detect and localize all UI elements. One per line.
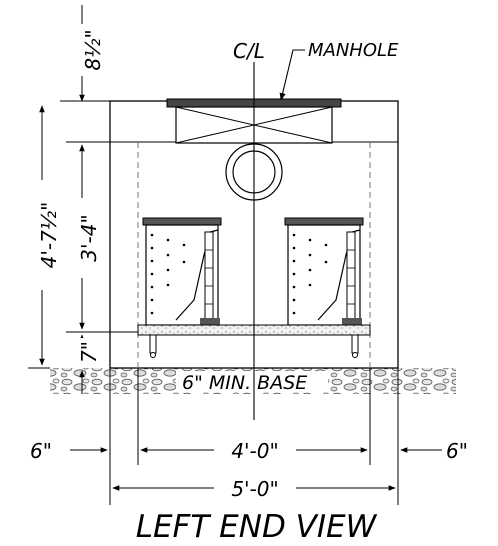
base-label: 6" MIN. BASE [182, 372, 307, 394]
base-label-backdrop [176, 371, 328, 392]
dim-inner-height: 3'-4" [76, 198, 101, 278]
centerline-label: C/L [233, 39, 265, 63]
manhole-label: MANHOLE [308, 40, 399, 61]
horizontal-dimension-lines [70, 368, 442, 505]
transformer-right [284, 217, 364, 326]
dim-base-height: 7" [76, 338, 101, 366]
dim-inner-width: 4'-0" [231, 439, 278, 463]
dim-left-offset: 6" [30, 439, 52, 463]
dim-outer-width: 5'-0" [231, 477, 278, 501]
dim-top-offset: 8½" [80, 24, 105, 76]
svg-text:4'-7½": 4'-7½" [37, 202, 61, 269]
drawing-title: LEFT END VIEW [136, 509, 378, 545]
transformer-left [142, 217, 222, 326]
svg-text:8½": 8½" [81, 29, 105, 70]
dim-right-offset: 6" [446, 439, 468, 463]
svg-text:3'-4": 3'-4" [77, 214, 101, 261]
svg-text:7": 7" [77, 341, 101, 363]
support-legs [149, 334, 359, 358]
manhole-leader [279, 49, 305, 101]
dim-total-height: 4'-7½" [36, 180, 61, 290]
